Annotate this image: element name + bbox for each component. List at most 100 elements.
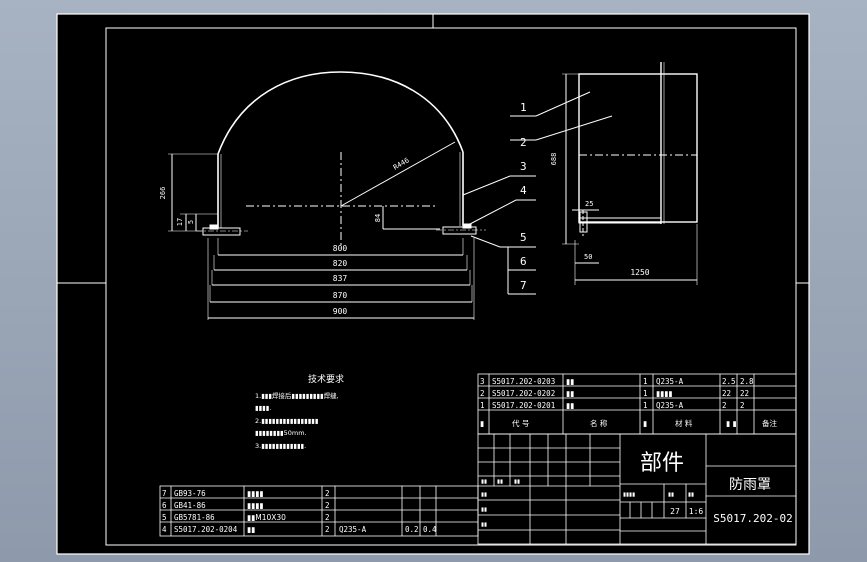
left-bolt [209, 224, 219, 230]
p2-qty: 1 [643, 389, 648, 398]
side-view [535, 62, 698, 285]
tb-part-name: 防雨罩 [729, 477, 771, 493]
p3-w1: 2.5 [722, 377, 736, 386]
header-name: 名 称 [590, 418, 608, 428]
p2-material: ▮▮▮▮ [656, 389, 673, 398]
inner-frame [105, 27, 797, 546]
balloon-3: 3 [520, 160, 527, 173]
dim-50-label: 50 [584, 253, 592, 261]
p7-no: 7 [162, 489, 167, 498]
dim-837-label: 837 [333, 274, 348, 283]
p7-qty: 2 [325, 489, 330, 498]
p4-material: Q235-A [339, 525, 367, 534]
notes-title: 技术要求 [308, 373, 344, 385]
p1-w1: 2 [722, 401, 727, 410]
title-block-text: 部件 防雨罩 S5017.202-02 27 1:6 ▮▮ ▮▮ ▮▮ ▮▮ ▮… [481, 451, 793, 528]
left-flange [202, 227, 241, 236]
p5-code: GB5781-86 [174, 513, 215, 522]
parts-bottom-frame [159, 485, 479, 537]
p3-name: ▮▮ [566, 377, 574, 386]
p3-qty: 1 [643, 377, 648, 386]
notes-line-3: 2.▮▮▮▮▮▮▮▮▮▮▮▮▮▮▮▮ [255, 417, 318, 425]
tb-label-8: ▮▮ [668, 492, 674, 498]
tb-label-3: ▮▮ [514, 479, 520, 485]
dim-84-label: 84 [374, 214, 382, 222]
p2-w2: 22 [740, 389, 749, 398]
drawing-sheet [56, 13, 810, 555]
right-bolt [462, 223, 472, 229]
header-material: 材 料 [675, 418, 693, 428]
front-view [168, 71, 536, 320]
tb-scale: 1:6 [689, 507, 704, 516]
tb-label-2: ▮▮ [497, 479, 503, 485]
leader-2 [535, 115, 613, 141]
p6-no: 6 [162, 501, 167, 510]
tb-drawing-no: S5017.202-02 [713, 512, 792, 525]
p4-w1: 0.2 [405, 525, 419, 534]
p4-w2: 0.4 [423, 525, 437, 534]
side-view-dimensions: 688 25 50 1250 [550, 153, 650, 277]
p4-name: ▮▮ [247, 525, 255, 534]
p6-code: GB41-86 [174, 501, 206, 510]
p1-code: S5017.202-0201 [492, 401, 555, 410]
balloon-1: 1 [520, 101, 527, 114]
radius-leader [340, 141, 456, 207]
leader-3 [462, 175, 536, 196]
parts-list-bottom [159, 485, 479, 537]
p7-code: GB93-76 [174, 489, 206, 498]
p1-qty: 1 [643, 401, 648, 410]
notes-line-1: 1.▮▮▮焊接后▮▮▮▮▮▮▮▮▮焊缝, [255, 391, 339, 400]
parts-bottom-text: 7 GB93-76 ▮▮▮▮ 2 6 GB41-86 ▮▮▮▮ 2 5 GB57… [162, 489, 437, 534]
tb-label-5: ▮▮ [481, 507, 487, 513]
p4-code: S5017.202-0204 [174, 525, 238, 534]
p6-name: ▮▮▮▮ [247, 501, 264, 510]
notes-line-2: ▮▮▮▮. [255, 404, 271, 412]
header-qty: ▮ [643, 419, 647, 428]
p2-w1: 22 [722, 389, 731, 398]
right-flange [442, 226, 477, 235]
p6-qty: 2 [325, 501, 330, 510]
p7-name: ▮▮▮▮ [247, 489, 264, 498]
p3-material: Q235-A [656, 377, 684, 386]
tb-label-1: ▮▮ [481, 479, 487, 485]
notes-line-4: ▮▮▮▮▮▮▮▮50mm. [255, 429, 307, 437]
p3-code: S5017.202-0203 [492, 377, 555, 386]
p3-no: 3 [480, 377, 485, 386]
p2-no: 2 [480, 389, 485, 398]
tb-label-7: ▮▮▮▮ [623, 492, 635, 498]
notes-line-5: 3.▮▮▮▮▮▮▮▮▮▮▮▮. [255, 442, 306, 450]
side-hood-body [578, 73, 698, 223]
dim-17-label: 17 [176, 218, 184, 226]
balloon-7: 7 [520, 279, 527, 292]
balloon-6: 6 [520, 255, 527, 268]
dim-25-label: 25 [585, 200, 593, 208]
dim-870-label: 870 [333, 291, 348, 300]
leader-5 [470, 235, 536, 248]
p2-name: ▮▮ [566, 389, 574, 398]
hood-arc [217, 71, 464, 155]
dim-266-label: 266 [159, 187, 167, 200]
tb-label-4: ▮▮ [481, 492, 487, 498]
parts-top-text: 3 S5017.202-0203 ▮▮ 1 Q235-A 2.5 2.8 2 S… [480, 377, 777, 428]
header-code: 代 号 [512, 418, 529, 428]
tb-label-9: ▮▮ [688, 492, 694, 498]
dim-900-label: 900 [333, 307, 348, 316]
dim-1250-label: 1250 [630, 268, 649, 277]
tb-sheet: 27 [670, 507, 680, 516]
balloon-5: 5 [520, 231, 527, 244]
p1-material: Q235-A [656, 401, 684, 410]
header-weight: ▮ ▮ [726, 419, 737, 428]
parts-list-top [477, 373, 797, 435]
p1-w2: 2 [740, 401, 745, 410]
dim-688-label: 688 [550, 153, 558, 166]
p1-no: 1 [480, 401, 485, 410]
tb-label-6: ▮▮ [481, 522, 487, 528]
p5-qty: 2 [325, 513, 330, 522]
tb-category: 部件 [640, 451, 684, 476]
technical-notes: 技术要求 1.▮▮▮焊接后▮▮▮▮▮▮▮▮▮焊缝, ▮▮▮▮. 2.▮▮▮▮▮▮… [255, 373, 344, 450]
balloon-labels: 1 2 3 4 5 6 7 [510, 101, 536, 292]
side-flange [578, 217, 662, 224]
dim-820-label: 820 [333, 259, 348, 268]
p1-name: ▮▮ [566, 401, 574, 410]
